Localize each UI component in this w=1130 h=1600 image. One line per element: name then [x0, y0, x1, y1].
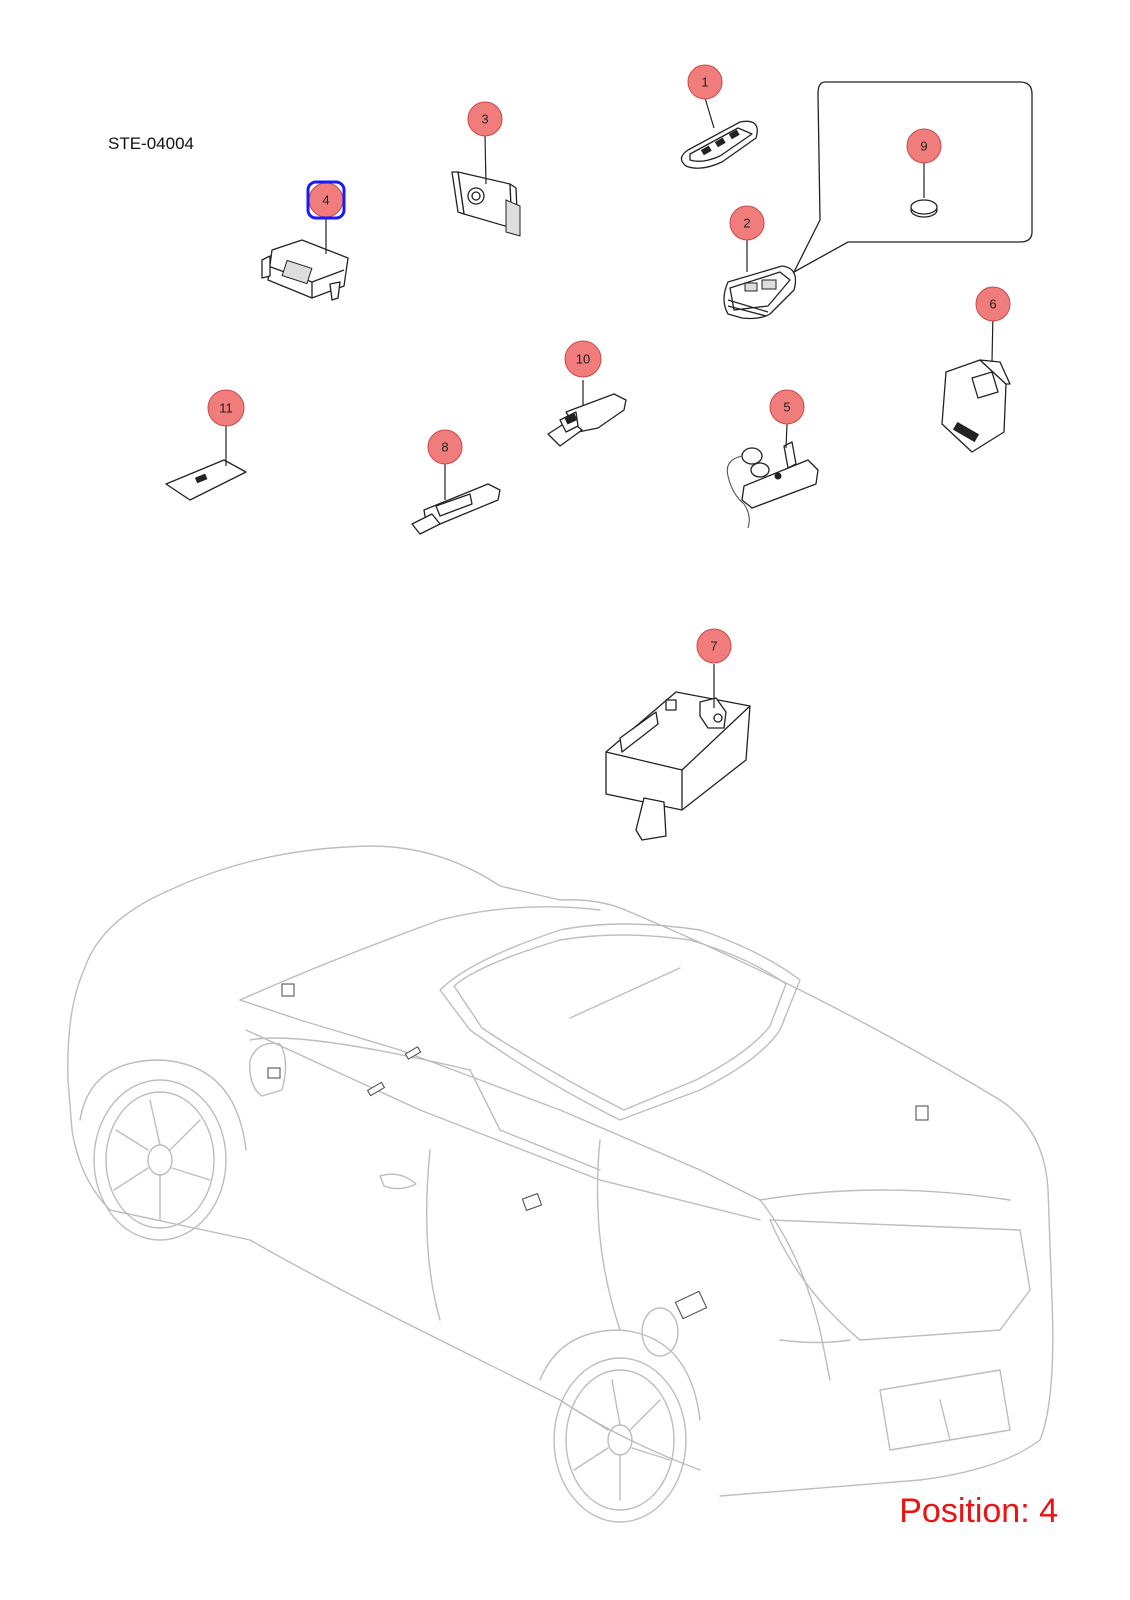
- callout-7-label: 7: [710, 639, 717, 654]
- callout-5-label: 5: [783, 400, 790, 415]
- callout-2-label: 2: [743, 216, 750, 231]
- callout-9-label: 9: [920, 139, 927, 154]
- part-9-coin-battery[interactable]: [910, 163, 938, 218]
- position-indicator: Position: 4: [899, 1492, 1058, 1530]
- part-8-sensor-connector[interactable]: [411, 464, 501, 535]
- callout-10-label: 10: [576, 352, 590, 367]
- callout-10[interactable]: 10: [564, 340, 602, 378]
- callout-4[interactable]: 4: [306, 180, 346, 220]
- callout-2[interactable]: 2: [729, 205, 765, 241]
- callout-box-9: [792, 81, 1033, 274]
- part-6-bracket-module[interactable]: [941, 311, 1011, 453]
- part-2-smart-key[interactable]: [723, 240, 797, 320]
- callout-6[interactable]: 6: [975, 286, 1011, 322]
- part-3-antenna-module[interactable]: [451, 135, 521, 237]
- callout-3-label: 3: [481, 112, 488, 127]
- callout-3[interactable]: 3: [467, 101, 503, 137]
- drawing-code: STE-04004: [108, 134, 194, 153]
- callout-4-label: 4: [322, 193, 329, 208]
- selected-callout-highlight: [306, 180, 346, 220]
- part-1-key-fob[interactable]: [680, 97, 758, 169]
- callout-9[interactable]: 9: [906, 128, 942, 164]
- callout-11-label: 11: [219, 401, 233, 416]
- callout-8-label: 8: [441, 440, 448, 455]
- part-5-lock-actuator[interactable]: [726, 423, 819, 529]
- callout-8[interactable]: 8: [427, 429, 463, 465]
- callout-11[interactable]: 11: [207, 389, 245, 427]
- callout-1[interactable]: 1: [687, 64, 723, 100]
- part-4-control-module[interactable]: [261, 216, 349, 301]
- part-11-key-card[interactable]: [165, 425, 247, 501]
- part-7-control-unit[interactable]: [605, 664, 751, 841]
- part-10-sensor[interactable]: [547, 380, 627, 447]
- callout-6-label: 6: [989, 297, 996, 312]
- callout-5[interactable]: 5: [769, 389, 805, 425]
- callout-7[interactable]: 7: [696, 628, 732, 664]
- vehicle-outline: [67, 845, 1054, 1523]
- callout-1-label: 1: [701, 75, 708, 90]
